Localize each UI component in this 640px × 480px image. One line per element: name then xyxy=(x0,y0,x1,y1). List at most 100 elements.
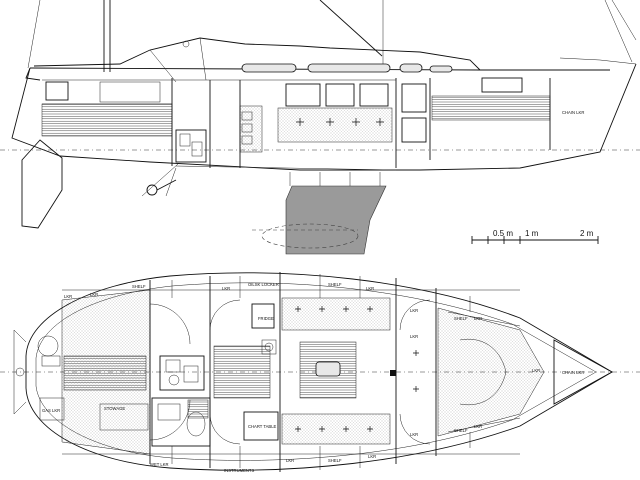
profile-view: CHAIN LKR xyxy=(0,0,640,255)
label-stowage: STOWAGE xyxy=(104,406,125,411)
transom-plan xyxy=(13,329,27,415)
steering-wheel-icon xyxy=(37,335,59,357)
door-swing xyxy=(399,299,431,331)
cabin-sole xyxy=(175,165,397,171)
cockpit-table xyxy=(63,355,147,391)
label-oilskin-locker: OILSK LOCKER xyxy=(248,282,279,287)
engine-detail xyxy=(179,133,191,147)
engine-part xyxy=(183,365,199,383)
keel-bulb-section xyxy=(261,223,359,249)
saildrive-strut xyxy=(141,163,179,197)
locker-dividers-stbd xyxy=(62,432,520,470)
transom xyxy=(25,67,41,81)
saloon-settee xyxy=(277,107,393,143)
aft-cabin-berth xyxy=(41,103,173,137)
label-locker: LKR xyxy=(532,368,540,373)
chain-locker-plan xyxy=(553,339,613,405)
rudder xyxy=(21,139,63,229)
drawer xyxy=(241,135,253,145)
plan-view: LKR SHELF LKR OILSK LOCKER SHELF LKR LKR… xyxy=(0,272,640,473)
engine-detail-2 xyxy=(191,141,203,157)
portlight xyxy=(429,65,453,73)
label-shelf: SHELF xyxy=(132,284,146,289)
boom-vang xyxy=(319,0,383,57)
label-locker: LKR xyxy=(474,424,482,429)
chart-table xyxy=(243,411,279,441)
door-swing xyxy=(209,299,241,331)
v-berth xyxy=(437,307,545,437)
shower-tray xyxy=(187,399,209,419)
hull-profile xyxy=(11,63,637,171)
drawer xyxy=(241,123,253,133)
forepeak-berth xyxy=(431,95,551,121)
label-locker: LKR xyxy=(410,334,418,339)
galley-sink xyxy=(261,339,277,355)
scale-label-one: 1 m xyxy=(525,229,539,238)
door-swing xyxy=(399,413,431,445)
door-swing xyxy=(209,413,241,445)
label-locker: LKR xyxy=(474,316,482,321)
heads-compartment xyxy=(151,397,211,447)
label-locker: LKR xyxy=(64,294,72,299)
shroud-2 xyxy=(611,0,637,41)
table-insert xyxy=(315,361,341,377)
sink-drain-icon xyxy=(264,342,274,352)
forepeak-shelf xyxy=(481,77,523,93)
forward-shelf xyxy=(447,311,521,433)
label-locker: LKR xyxy=(368,454,376,459)
binnacle xyxy=(41,355,61,367)
mast-step xyxy=(390,370,396,376)
stern-fitting-icon xyxy=(15,367,25,377)
prop-shaft xyxy=(156,179,177,191)
galley-block xyxy=(239,105,263,153)
keel xyxy=(285,185,387,255)
label-locker: LKR xyxy=(410,308,418,313)
portlight xyxy=(399,63,423,73)
floor-frames xyxy=(289,172,381,186)
label-locker: LKR xyxy=(366,286,374,291)
saloon-cabinet xyxy=(285,83,321,107)
label-locker: LKR xyxy=(286,458,294,463)
scale-label-half: 0.5 m xyxy=(493,229,513,238)
engine-part xyxy=(168,374,180,386)
label-shelf: SHELF xyxy=(328,282,342,287)
label-shelf: SHELF xyxy=(454,316,468,321)
engine-plan xyxy=(159,355,205,391)
portlight xyxy=(241,63,297,73)
aft-berth-stbd xyxy=(99,403,149,431)
saloon-sole-crosses xyxy=(295,306,419,432)
saloon-settee-port xyxy=(281,297,391,331)
label-gas-locker: GAS LKR xyxy=(42,408,60,413)
label-shelf: SHELF xyxy=(328,458,342,463)
label-shelf: SHELF xyxy=(454,428,468,433)
gas-locker-box xyxy=(39,397,65,421)
label-locker: LKR xyxy=(222,286,230,291)
locker-dividers-port xyxy=(62,274,520,312)
label-locker: LKR xyxy=(90,292,98,297)
wc xyxy=(157,403,181,421)
label-instruments: INSTRUMENTS xyxy=(224,468,254,473)
label-chart-table: CHART TABLE xyxy=(248,424,277,429)
saloon-cabinet xyxy=(359,83,389,107)
cabin-top xyxy=(33,37,481,71)
toerail xyxy=(559,57,637,65)
saloon-crosses xyxy=(296,118,384,126)
label-chain-locker: CHAIN LKR xyxy=(562,370,584,375)
label-fridge: FRIDGE xyxy=(258,316,274,321)
label-wet-locker: WET LKR xyxy=(150,462,169,467)
forestay xyxy=(27,0,41,69)
galley-stove xyxy=(251,303,275,329)
helm-arc xyxy=(149,303,191,345)
forward-cabinet xyxy=(401,117,427,143)
engine-part xyxy=(165,359,181,373)
engine-profile xyxy=(175,129,207,163)
shroud xyxy=(604,0,633,63)
v-berth-cushion xyxy=(459,338,507,406)
profile-chain-locker-label: CHAIN LKR xyxy=(562,110,584,115)
companion-steps xyxy=(213,345,271,399)
scale-label-two: 2 m xyxy=(580,229,594,238)
forward-cabinet xyxy=(401,83,427,113)
portlight xyxy=(307,63,391,73)
companionway xyxy=(149,37,207,83)
